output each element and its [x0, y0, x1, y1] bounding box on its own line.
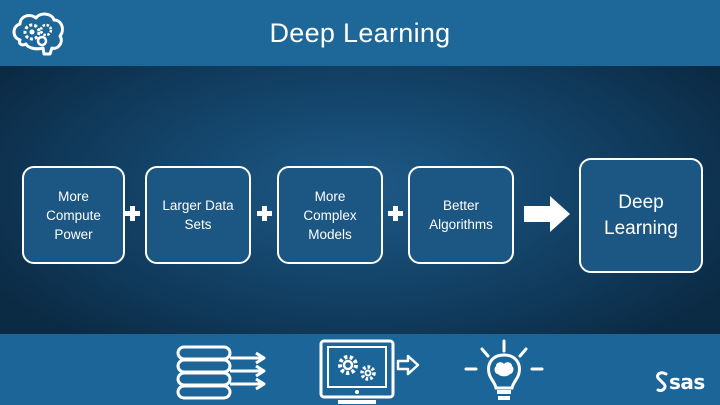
footer-bar: [0, 334, 720, 405]
step-box-complex-models: More Complex Models: [277, 166, 383, 264]
header-bar: Deep Learning: [0, 0, 720, 66]
sas-logo: sas: [655, 370, 705, 394]
page-title: Deep Learning: [269, 18, 451, 48]
sas-logo-text: sas: [669, 370, 705, 394]
data-stack-icon: [176, 345, 266, 400]
lightbulb-brain-icon: [464, 339, 544, 400]
brain-gears-logo-icon: [12, 12, 64, 56]
plus-icon: [388, 206, 403, 221]
arrow-right-icon: [524, 196, 570, 232]
monitor-gears-icon: [319, 339, 420, 404]
step-box-better-algorithms: Better Algorithms: [408, 166, 514, 264]
sas-swirl-icon: [656, 371, 668, 392]
plus-icon: [125, 206, 140, 221]
step-box-larger-data-sets: Larger Data Sets: [145, 166, 251, 264]
step-box-compute-power: More Compute Power: [22, 166, 125, 264]
plus-icon: [257, 206, 272, 221]
result-box-deep-learning: Deep Learning: [579, 158, 703, 273]
